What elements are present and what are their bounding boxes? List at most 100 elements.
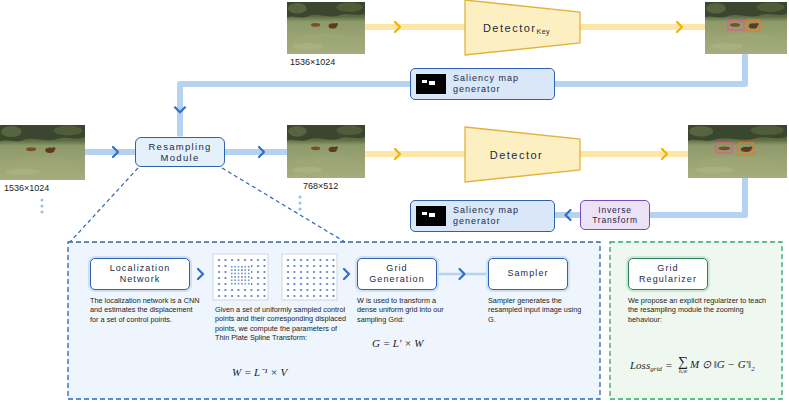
process-box: Grid Regularizer [628, 258, 708, 290]
flow-line [648, 178, 745, 215]
arrow-chevron [395, 22, 400, 32]
flow-line [85, 149, 137, 155]
detector-trapezoid: Detector [465, 127, 580, 182]
formula-subscript: 2 [751, 365, 755, 373]
detection-image [705, 2, 787, 54]
description: Sampler generates the resampled input im… [488, 296, 588, 324]
node-subscript: Key [537, 28, 551, 35]
formula-subscript: grid [650, 365, 662, 373]
formula-sum: ∑ [678, 356, 688, 369]
input-image [0, 125, 85, 180]
uniform-grid [282, 254, 337, 300]
saliency-map [416, 206, 446, 226]
process-box: Resampling Module [135, 137, 225, 168]
input-image [287, 2, 365, 54]
node-title: Localization Network [96, 263, 184, 286]
flow-line [365, 151, 467, 157]
regularizer-panel [610, 242, 782, 399]
process-box: Saliency map generator [410, 68, 555, 100]
arrow-chevron [259, 147, 264, 157]
uniform-grid-dots [283, 255, 336, 299]
process-box: Inverse Transform [580, 200, 650, 230]
connector-group [175, 84, 410, 137]
formula-row: Lossgrid = ∑h,wM ⊙ ‖G − G′‖2 [630, 356, 755, 374]
arrow-chevron [344, 269, 349, 279]
node-title: Saliency map generator [453, 73, 549, 96]
arrow-chevron [566, 210, 571, 220]
saliency-icon [416, 74, 446, 94]
description: The localization network is a CNN and es… [90, 296, 202, 324]
dimension-label: 1536×1024 [4, 183, 49, 193]
continuation-dot [298, 195, 301, 198]
detection-box [728, 21, 744, 30]
process-box: Grid Generation [357, 258, 437, 290]
callout-line [222, 168, 345, 242]
displaced-grid-dots [230, 265, 250, 285]
arrow-chevron [395, 149, 400, 159]
arrow-chevron [460, 269, 465, 279]
saliency-blob [429, 213, 435, 217]
continuation-dot [298, 207, 301, 210]
displaced-grid [213, 254, 268, 300]
flow-line [578, 151, 688, 157]
detection-box [747, 20, 760, 31]
detector-trapezoid: DetectorKey [465, 0, 580, 55]
saliency-blob [429, 81, 435, 85]
arrow-chevron [175, 107, 185, 112]
arrow-chevron [113, 147, 118, 157]
displaced-grid-dots [214, 255, 267, 299]
flow-line [578, 24, 705, 30]
node-title: Grid Regularizer [634, 263, 702, 286]
connector-group [437, 269, 488, 279]
saliency-icon [416, 206, 446, 226]
trapezoid-outline [465, 0, 580, 55]
flow-line [352, 213, 412, 219]
arrow-chevron [198, 269, 203, 279]
flow-line [365, 24, 467, 30]
node-title: Detector [483, 22, 537, 34]
connector-group [555, 210, 580, 220]
arrow-chevron [662, 149, 667, 159]
node-title: Sampler [507, 268, 548, 279]
callout-line [70, 168, 138, 242]
formula-part: = [666, 359, 672, 371]
dimension-label: 1536×1024 [290, 57, 335, 67]
description: W is used to transform a dense uniform g… [357, 296, 457, 324]
formula-subscript: h,w [679, 369, 688, 374]
description: Given a set of uniformly sampled control… [215, 305, 350, 343]
trapezoid-outline [465, 127, 580, 182]
node-title: Grid Generation [363, 263, 431, 286]
formula-part: M ⊙ ‖G − G′‖ [690, 358, 751, 371]
process-box: Saliency map generator [410, 200, 555, 232]
node-title: Resampling Module [141, 141, 219, 164]
arrow-chevron [677, 22, 682, 32]
continuation-dot [40, 204, 43, 207]
saliency-blob [422, 80, 427, 83]
saliency-map [416, 74, 446, 94]
continuation-dot [40, 198, 43, 201]
continuation-dot [40, 210, 43, 213]
node-title: Detector [490, 149, 544, 161]
process-box: Localization Network [90, 258, 190, 290]
formula-part: Loss [630, 359, 650, 371]
process-box: Sampler [488, 258, 568, 290]
detail-panel [68, 242, 600, 399]
flow-line [553, 54, 745, 84]
formula-sum-stack: ∑h,w [678, 356, 688, 374]
detection-box [739, 143, 753, 155]
flow-line [223, 149, 287, 155]
detection-box [716, 143, 732, 153]
detection-image [688, 125, 787, 178]
node-title: Saliency map generator [453, 205, 549, 228]
description: We propose an explicit regularizer to te… [628, 296, 773, 324]
connector [180, 84, 410, 137]
formula: W = L⁻¹ × V [232, 364, 287, 379]
saliency-blob [422, 212, 427, 215]
displaced-grid-center [229, 264, 251, 286]
resampled-image [287, 125, 365, 178]
formula: G = L′ × W [372, 337, 423, 349]
continuation-dot [298, 201, 301, 204]
dimension-label: 768×512 [303, 181, 338, 191]
node-title: Inverse Transform [585, 205, 645, 225]
